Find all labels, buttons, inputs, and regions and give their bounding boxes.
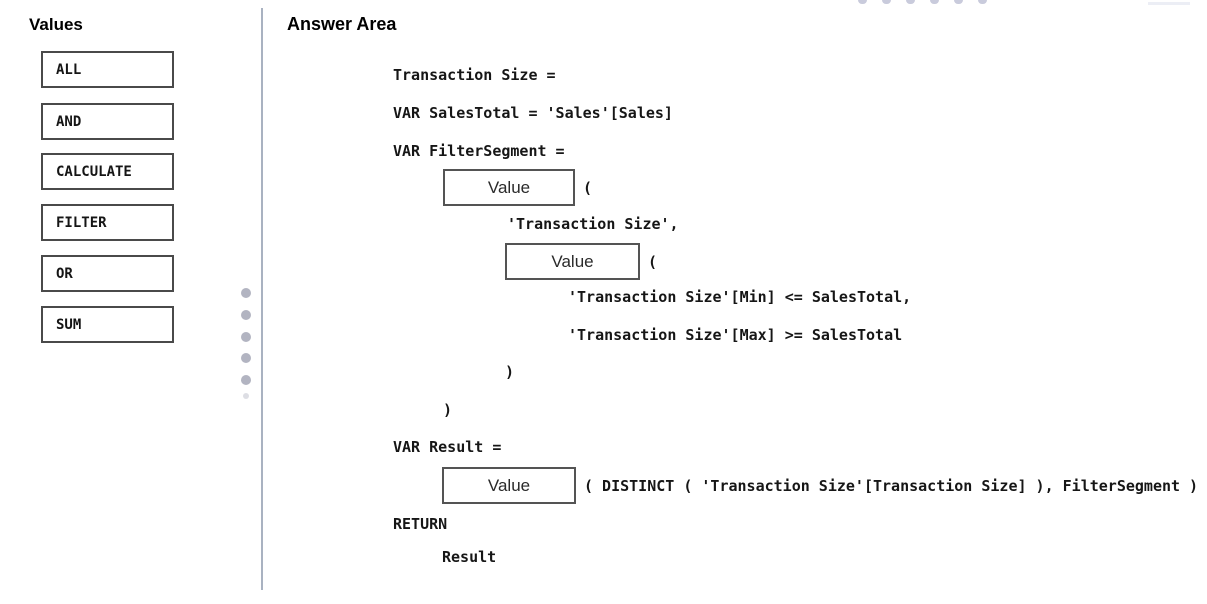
dot-icon (241, 288, 251, 298)
dropzone-placeholder-label: Value (551, 251, 594, 271)
code-line-distinct-args: ( DISTINCT ( 'Transaction Size'[Transact… (584, 476, 1199, 495)
value-tile-calculate[interactable]: CALCULATE (41, 153, 174, 190)
code-line-close-paren-outer: ) (443, 401, 453, 419)
dropzone-row-1: Value ( (443, 169, 592, 206)
dropzone-row-3: Value ( DISTINCT ( 'Transaction Size'[Tr… (442, 467, 1198, 504)
code-line-var-salestotal: VAR SalesTotal = 'Sales'[Sales] (393, 104, 673, 122)
value-tile-label: FILTER (56, 214, 107, 231)
dot-icon (882, 0, 891, 4)
dot-icon (241, 375, 251, 385)
dropzone-value-2[interactable]: Value (505, 243, 640, 280)
code-line-transaction-size-arg: 'Transaction Size', (507, 215, 679, 233)
panel-divider (261, 8, 263, 590)
dropzone-placeholder-label: Value (487, 177, 531, 197)
dot-icon (858, 0, 867, 4)
dropzone-placeholder-label: Value (487, 475, 531, 495)
dot-icon (241, 310, 251, 320)
code-line-measure-name: Transaction Size = (393, 66, 556, 84)
value-tile-sum[interactable]: SUM (41, 306, 174, 343)
dot-icon (241, 353, 251, 363)
dot-icon (243, 393, 249, 399)
code-line-var-result: VAR Result = (393, 438, 502, 456)
code-line-return-value: Result (442, 548, 497, 566)
value-tile-label: ALL (56, 61, 82, 78)
scan-artifact-dash (1148, 2, 1190, 5)
value-tile-and[interactable]: AND (41, 103, 174, 140)
dropzone-row-2: Value ( (505, 243, 657, 280)
code-line-open-paren-1: ( (583, 178, 593, 197)
dot-icon (241, 332, 251, 342)
code-line-open-paren-2: ( (648, 252, 658, 271)
dropzone-value-3[interactable]: Value (442, 467, 576, 504)
value-tile-label: OR (56, 265, 73, 282)
dot-icon (906, 0, 915, 4)
value-tile-or[interactable]: OR (41, 255, 174, 292)
code-line-close-paren-inner: ) (505, 363, 515, 381)
dot-icon (930, 0, 939, 4)
value-tile-label: SUM (56, 316, 82, 333)
value-tile-label: CALCULATE (56, 163, 132, 180)
code-line-condition-max: 'Transaction Size'[Max] >= SalesTotal (568, 326, 903, 344)
answer-area-title: Answer Area (287, 14, 397, 34)
dot-icon (954, 0, 963, 4)
value-tile-label: AND (56, 113, 82, 130)
code-line-var-filtersegment: VAR FilterSegment = (393, 142, 565, 160)
values-panel-title: Values (29, 15, 83, 34)
value-tile-filter[interactable]: FILTER (41, 204, 174, 241)
value-tile-all[interactable]: ALL (41, 51, 174, 88)
code-line-condition-min: 'Transaction Size'[Min] <= SalesTotal, (568, 288, 912, 306)
code-line-return-keyword: RETURN (393, 515, 448, 533)
dot-icon (978, 0, 987, 4)
dropzone-value-1[interactable]: Value (443, 169, 575, 206)
